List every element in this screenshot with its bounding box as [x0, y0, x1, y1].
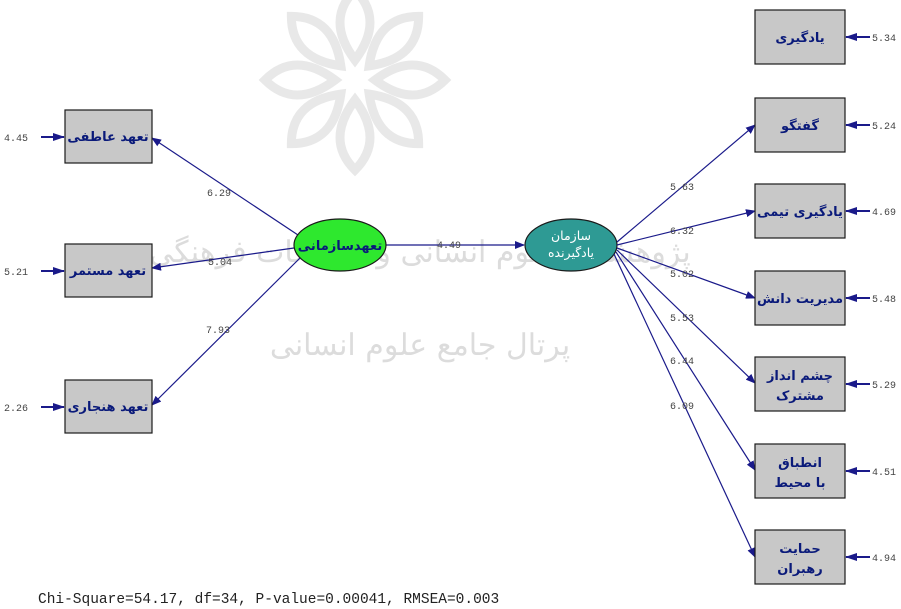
indicator-label-learning: یادگیری	[775, 30, 824, 46]
indicator-label-environment-1: انطباق	[778, 456, 822, 471]
loading-arrow-affective	[151, 137, 299, 236]
loading-value-leadership: 6.09	[670, 402, 694, 413]
loading-value-continuance: 5.04	[208, 258, 232, 269]
loading-value-team-learning: 6.32	[670, 227, 694, 238]
error-value-affective: 4.45	[4, 134, 28, 145]
structural-path-value: 4.49	[437, 241, 461, 252]
indicator-label-continuance: تعهد مستمر	[69, 264, 146, 279]
loading-arrow-knowledge-mgmt	[616, 247, 756, 299]
loading-value-shared-vision: 5.53	[670, 314, 694, 325]
indicator-label-shared-vision-2: مشترک	[776, 389, 824, 404]
latent-learning-organization: سازمان یادگیرنده	[524, 218, 618, 272]
error-value-leadership: 4.94	[872, 554, 896, 565]
error-value-continuance: 5.21	[4, 268, 28, 279]
indicator-label-dialogue: گفتگو	[780, 118, 819, 134]
indicator-box-continuance: تعهد مستمر	[64, 243, 153, 298]
loading-value-environment: 6.44	[670, 357, 694, 368]
indicator-box-shared-vision: چشم انداز مشترک	[754, 356, 846, 412]
loading-value-knowledge-mgmt: 5.02	[670, 270, 694, 281]
error-value-shared-vision: 5.29	[872, 381, 896, 392]
indicator-label-shared-vision-1: چشم انداز	[766, 369, 833, 384]
latent-commitment-label: تعهدسازمانی	[298, 239, 382, 254]
error-value-environment: 4.51	[872, 468, 896, 479]
loading-value-dialogue: 5.63	[670, 183, 694, 194]
error-value-normative: 2.26	[4, 404, 28, 415]
indicator-label-knowledge-mgmt: مدیریت دانش	[757, 292, 843, 307]
loading-value-affective: 6.29	[207, 189, 231, 200]
loading-arrow-continuance	[151, 247, 295, 271]
indicator-box-environment: انطباق با محیط	[754, 443, 846, 499]
loading-arrow-leadership	[613, 253, 756, 558]
latent-organizational-commitment: تعهدسازمانی	[293, 218, 387, 272]
loading-arrow-normative	[151, 257, 301, 406]
error-value-dialogue: 5.24	[872, 122, 896, 133]
indicator-label-affective: تعهد عاطفی	[67, 130, 148, 145]
watermark-logo	[258, 0, 452, 177]
indicator-box-team-learning: یادگیری تیمی	[754, 183, 846, 239]
watermark-line-2: پرتال جامع علوم انسانی	[270, 328, 570, 363]
indicator-box-dialogue: گفتگو	[754, 97, 846, 153]
indicator-label-normative: تعهد هنجاری	[68, 400, 149, 415]
indicator-label-leadership-1: حمایت	[779, 542, 821, 557]
latent-learning-label-line1: سازمان	[551, 228, 591, 244]
error-value-learning: 5.34	[872, 34, 896, 45]
loading-arrow-dialogue	[616, 124, 756, 243]
indicator-label-environment-2: با محیط	[775, 476, 826, 491]
error-value-team-learning: 4.69	[872, 208, 896, 219]
indicator-box-affective: تعهد عاطفی	[64, 109, 153, 164]
indicator-label-leadership-2: رهبران	[777, 562, 822, 577]
indicator-box-learning: یادگیری	[754, 9, 846, 65]
fit-statistics: Chi-Square=54.17, df=34, P-value=0.00041…	[38, 592, 499, 608]
indicator-label-team-learning: یادگیری تیمی	[757, 204, 843, 220]
indicator-box-knowledge-mgmt: مدیریت دانش	[754, 270, 846, 326]
loading-value-normative: 7.93	[206, 326, 230, 337]
loading-arrow-environment	[615, 251, 756, 471]
indicator-box-leadership: حمایت رهبران	[754, 529, 846, 585]
loading-arrow-team-learning	[616, 209, 756, 246]
error-value-knowledge-mgmt: 5.48	[872, 295, 896, 306]
latent-learning-label-line2: یادگیرنده	[548, 245, 595, 261]
indicator-box-normative: تعهد هنجاری	[64, 379, 153, 434]
loading-arrow-shared-vision	[616, 249, 756, 384]
